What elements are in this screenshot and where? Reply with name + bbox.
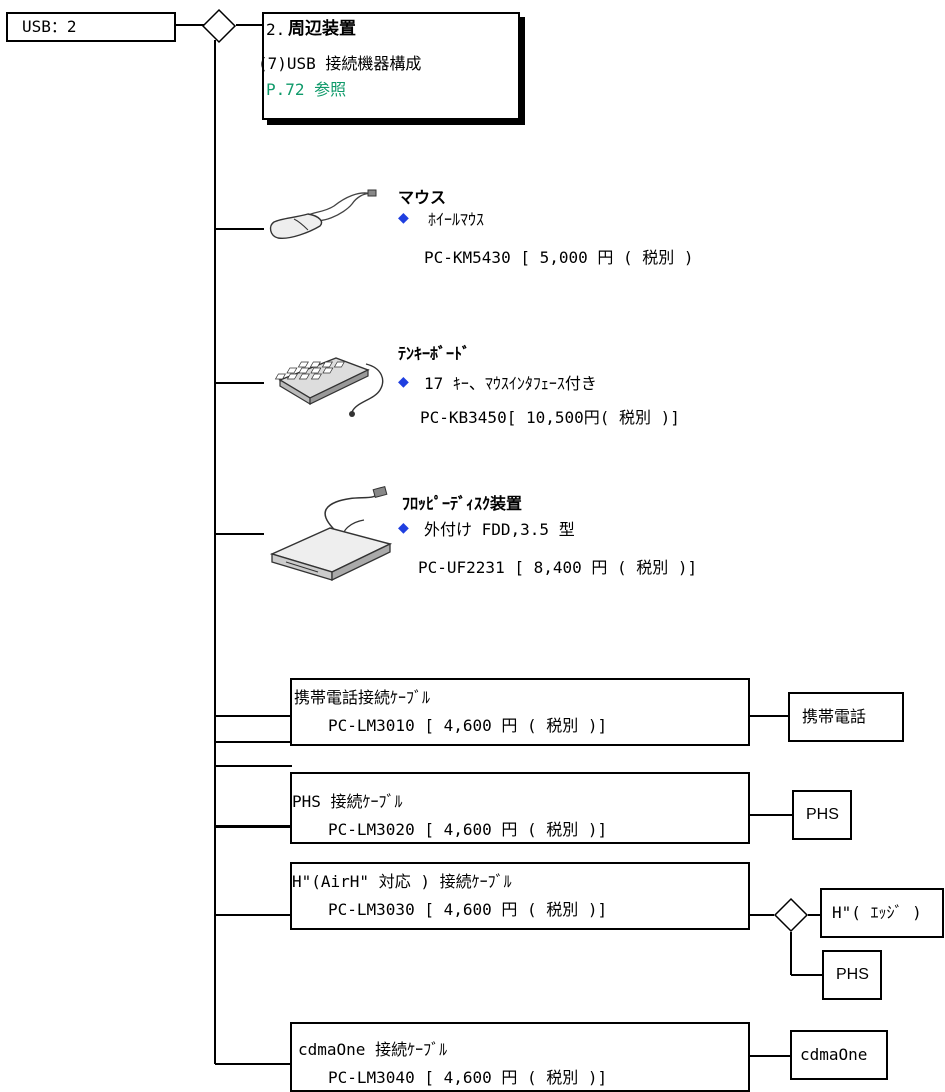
branch-tenkey	[214, 382, 264, 384]
cable-box-phs: PHS 接続ｹｰﾌﾞﾙ PC-LM3020 [ 4,600 円 ( 税別 )]	[290, 772, 750, 844]
target-mobile-phone-box: 携帯電話	[788, 692, 904, 742]
root-connector	[176, 24, 204, 26]
device-mouse-name: マウス	[398, 188, 447, 207]
device-tenkey-model: PC-KB3450[ 10,500円( 税別 )]	[420, 408, 680, 427]
cable-box-mobile: 携帯電話接続ｹｰﾌﾞﾙ PC-LM3010 [ 4,600 円 ( 税別 )]	[290, 678, 750, 746]
main-trunk	[214, 40, 216, 767]
target-airh-phs-label: PHS	[836, 966, 869, 983]
target-cdmaone-label: cdmaOne	[800, 1045, 868, 1064]
device-fdd-name: ﾌﾛｯﾋﾟｰﾃﾞｨｽｸ装置	[402, 494, 523, 513]
cable-airh-model: PC-LM3030 [ 4,600 円 ( 税別 )]	[328, 900, 608, 919]
link-cable1-target	[748, 715, 790, 717]
fdd-bullet-icon: ◆	[398, 517, 409, 538]
cable-airh-name: H"(AirH" 対応 ) 接続ｹｰﾌﾞﾙ	[292, 872, 512, 891]
usb-root-box: USB：2	[6, 12, 176, 42]
root-branch-diamond	[201, 8, 237, 44]
device-mouse-spec: ﾎｲｰﾙﾏｳｽ	[428, 210, 485, 229]
mouse-illustration	[269, 189, 377, 240]
target-phs-box: PHS	[792, 790, 852, 840]
fdd-illustration	[269, 485, 393, 582]
cable-mobile-name: 携帯電話接続ｹｰﾌﾞﾙ	[294, 688, 431, 707]
device-tenkey-name: ﾃﾝｷｰﾎﾞｰﾄﾞ	[398, 344, 471, 363]
bottom-corner	[214, 765, 292, 767]
target-cdmaone-box: cdmaOne	[790, 1030, 888, 1080]
cable-cdmaone-name: cdmaOne 接続ｹｰﾌﾞﾙ	[298, 1040, 448, 1059]
page-reference: P.72 参照	[266, 80, 347, 99]
usb-root-label: USB：2	[22, 17, 77, 36]
target-h-edge-box: H"( ｴｯｼﾞ )	[820, 888, 944, 938]
tenkey-illustration	[274, 357, 384, 417]
section-number: 2.	[266, 20, 286, 39]
device-fdd-model: PC-UF2231 [ 8,400 円 ( 税別 )]	[418, 558, 698, 577]
mouse-bullet-icon: ◆	[398, 207, 409, 228]
target-airh-phs-box: PHS	[822, 950, 882, 1000]
header-connector	[236, 24, 264, 26]
airh-branch-diamond	[773, 897, 809, 933]
trunk-extension	[214, 700, 216, 770]
section-title: 周辺装置	[288, 19, 356, 39]
cable-box-airh-main: H"(AirH" 対応 ) 接続ｹｰﾌﾞﾙ PC-LM3030 [ 4,600 …	[290, 862, 750, 930]
branch-fdd	[214, 533, 264, 535]
target-mobile-phone-label: 携帯電話	[802, 707, 867, 726]
cable-phs-model: PC-LM3020 [ 4,600 円 ( 税別 )]	[328, 820, 608, 839]
device-tenkey-spec: 17 ｷｰ、ﾏｳｽｲﾝﾀﾌｪｰｽ付き	[424, 374, 597, 393]
branch-cable-1	[214, 715, 292, 717]
cable-mobile-model: PC-LM3010 [ 4,600 円 ( 税別 )]	[328, 716, 608, 735]
branch-cable-3-true-line	[214, 741, 292, 743]
target-h-edge-label: H"( ｴｯｼﾞ )	[832, 903, 922, 922]
device-mouse-model: PC-KM5430 [ 5,000 円 ( 税別 )	[424, 248, 694, 267]
target-phs-label: PHS	[806, 806, 839, 823]
section-subtitle: (7)USB 接続機器構成	[258, 54, 422, 73]
branch-mouse	[214, 228, 264, 230]
cable-phs-name: PHS 接続ｹｰﾌﾞﾙ	[292, 792, 403, 811]
device-fdd-spec: 外付け FDD,3.5 型	[424, 520, 575, 539]
tenkey-bullet-icon: ◆	[398, 371, 409, 392]
section-header-box: 2. 周辺装置 (7)USB 接続機器構成 P.72 参照	[258, 12, 520, 120]
